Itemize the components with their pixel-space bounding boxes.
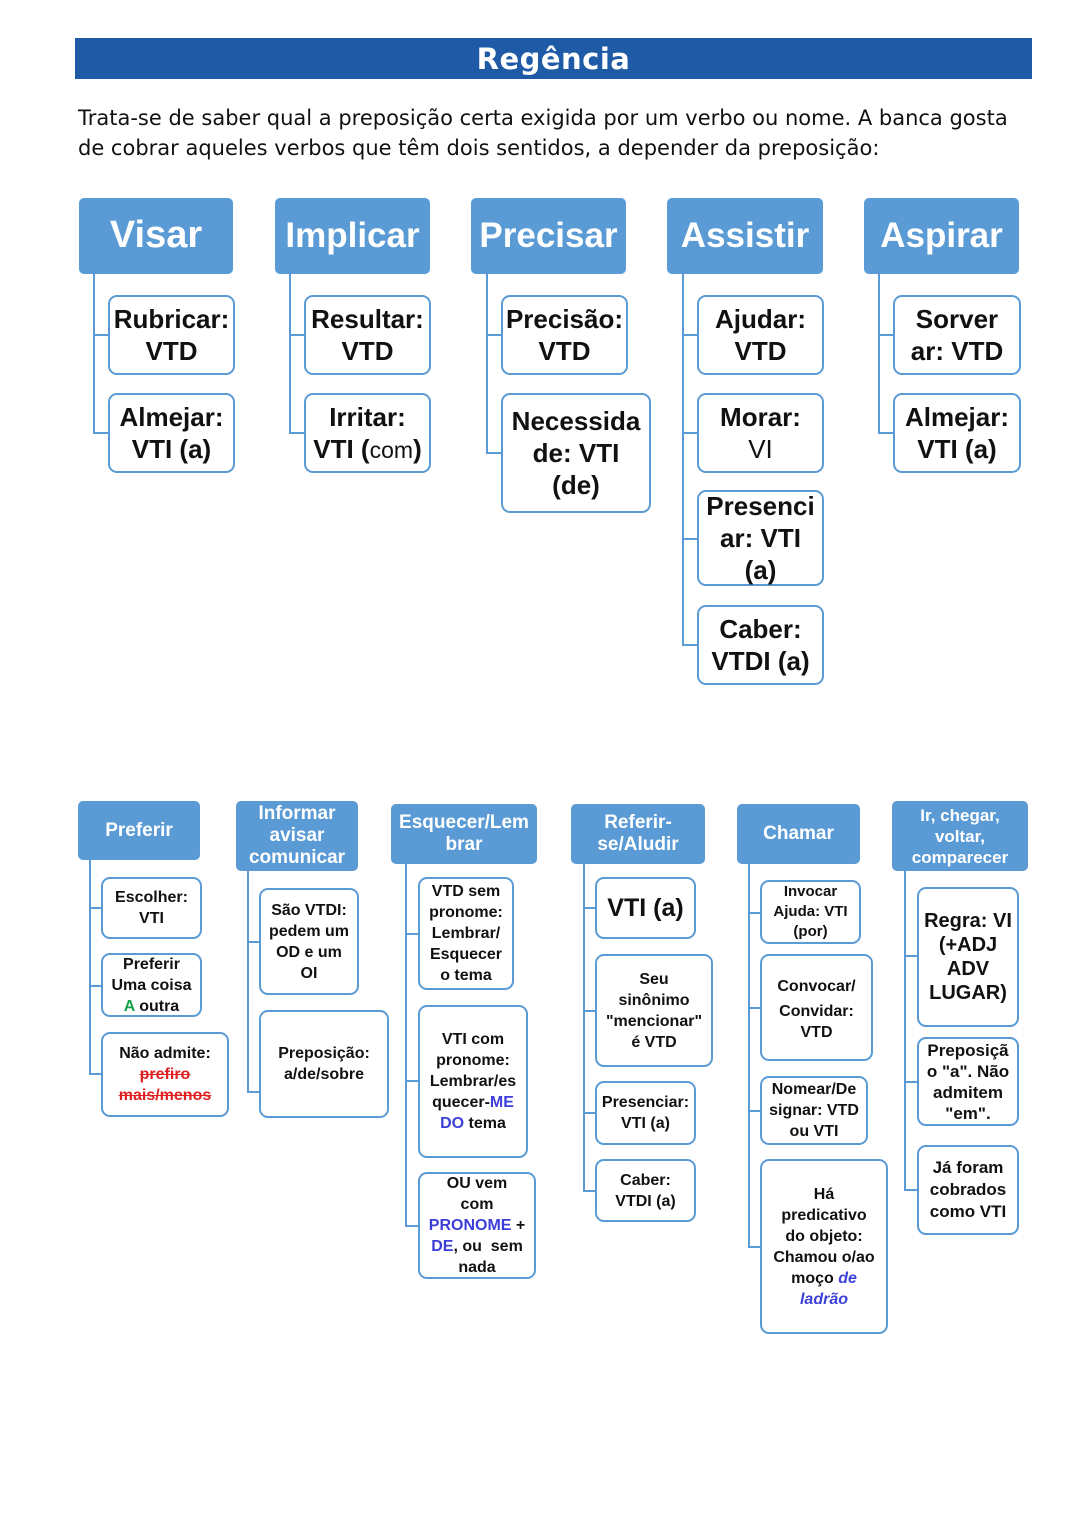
connector (682, 334, 698, 336)
connector (748, 912, 761, 914)
connector (682, 274, 684, 646)
leaf-preferir-escolher: Escolher:VTI (101, 877, 202, 939)
page-title: Regência (75, 38, 1032, 79)
connector (405, 933, 419, 935)
connector (289, 334, 305, 336)
connector (89, 860, 91, 1075)
connector (247, 1091, 260, 1093)
connector (486, 452, 502, 454)
head-chamar: Chamar (737, 804, 860, 864)
connector (583, 864, 585, 1192)
connector (878, 334, 894, 336)
intro-paragraph: Trata-se de saber qual a preposição cert… (78, 106, 1008, 160)
connector (682, 432, 698, 434)
connector (583, 1112, 596, 1114)
connector (878, 432, 894, 434)
leaf-chamar-convocar: Convocar/Convidar:VTD (760, 954, 873, 1061)
connector (904, 1189, 918, 1191)
connector (89, 907, 102, 909)
connector (583, 1010, 596, 1012)
leaf-referir-vti: VTI (a) (595, 877, 696, 939)
connector (904, 1081, 918, 1083)
head-ir-chegar: Ir, chegar,voltar,comparecer (892, 801, 1028, 871)
connector (89, 1073, 102, 1075)
connector (93, 274, 95, 434)
connector (93, 334, 109, 336)
head-implicar: Implicar (275, 198, 430, 274)
leaf-visar-almejar: Almejar:VTI (a) (108, 393, 235, 473)
head-preferir: Preferir (78, 801, 200, 860)
connector (583, 907, 596, 909)
leaf-assistir-caber: Caber:VTDI (a) (697, 605, 824, 685)
connector (486, 334, 502, 336)
connector (405, 1080, 419, 1082)
head-assistir: Assistir (667, 198, 823, 274)
leaf-precisar-precisao: Precisão:VTD (501, 295, 628, 375)
connector (405, 1225, 419, 1227)
leaf-implicar-resultar: Resultar:VTD (304, 295, 431, 375)
connector (89, 985, 102, 987)
leaf-visar-rubricar: Rubricar:VTD (108, 295, 235, 375)
leaf-informar-preposicao: Preposição:a/de/sobre (259, 1010, 389, 1118)
connector (405, 864, 407, 1227)
connector (93, 432, 109, 434)
connector (583, 1190, 596, 1192)
connector (904, 871, 906, 1191)
leaf-assistir-morar: Morar:VI (697, 393, 824, 473)
connector (878, 274, 880, 434)
leaf-referir-presenciar: Presenciar:VTI (a) (595, 1081, 696, 1145)
head-visar: Visar (79, 198, 233, 274)
leaf-referir-caber: Caber:VTDI (a) (595, 1159, 696, 1222)
connector (748, 1110, 761, 1112)
connector (748, 1007, 761, 1009)
connector (289, 274, 291, 434)
head-aspirar: Aspirar (864, 198, 1019, 274)
connector (247, 871, 249, 1093)
head-precisar: Precisar (471, 198, 626, 274)
head-referir-aludir: Referir-se/Aludir (571, 804, 705, 864)
connector (289, 432, 305, 434)
connector (682, 538, 698, 540)
connector (748, 864, 750, 1248)
connector (748, 1246, 761, 1248)
connector (247, 941, 260, 943)
connector (682, 644, 698, 646)
leaf-implicar-irritar: Irritar:VTI (com) (304, 393, 431, 473)
connector (486, 274, 488, 454)
leaf-aspirar-almejar: Almejar:VTI (a) (893, 393, 1021, 473)
connector (904, 955, 918, 957)
leaf-assistir-ajudar: Ajudar:VTD (697, 295, 824, 375)
